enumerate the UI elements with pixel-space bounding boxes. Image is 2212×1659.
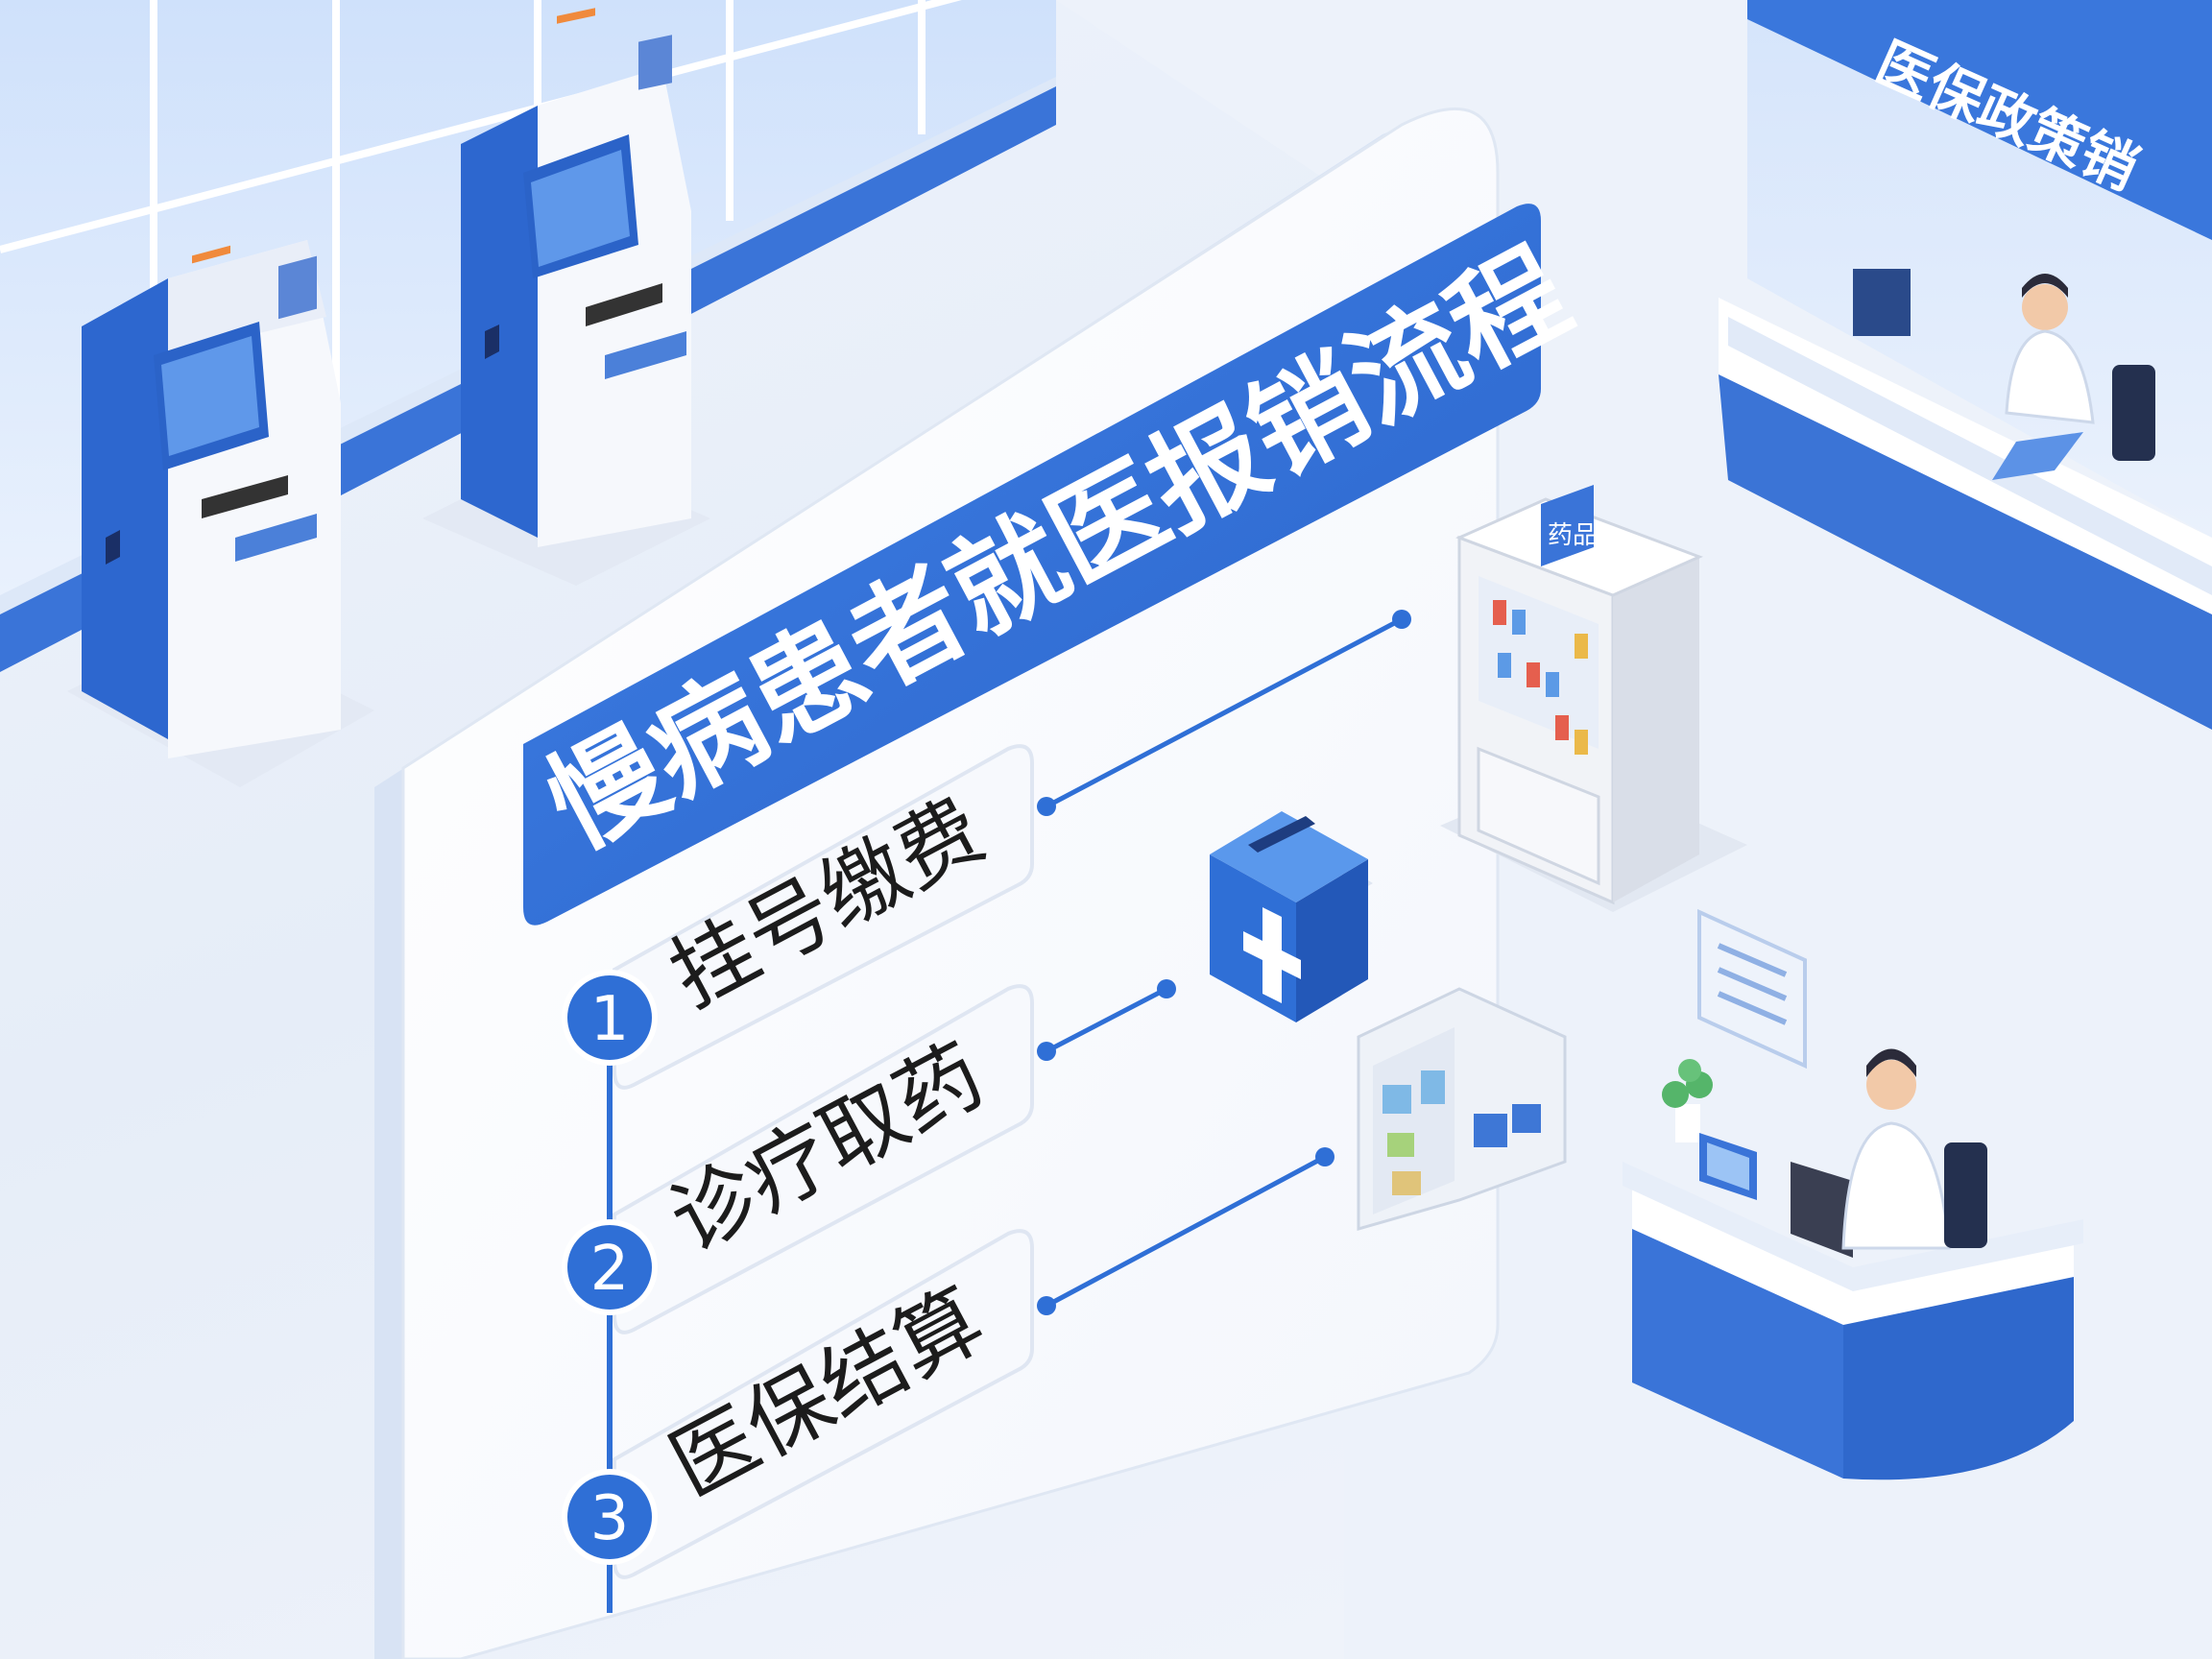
pharmacy-shelf-icon: 药品 [1440,485,1747,912]
monitor-icon [1791,1162,1853,1258]
plant-icon [1662,1059,1713,1142]
kiosk-icon [67,240,374,787]
step-number: 3 [590,1483,630,1554]
step-number: 1 [590,984,630,1055]
step-number-badge [562,1469,658,1565]
person-icon [1841,1048,1987,1250]
first-aid-box-icon [1210,811,1373,1022]
monitor-icon [1853,269,1911,336]
person-icon [2005,274,2155,461]
document-icon [1697,908,1807,1070]
kiosk-icon [422,8,710,586]
reception-desk [1623,1048,2083,1480]
step-number: 2 [590,1234,630,1305]
step-number-badge [562,1219,658,1315]
medicine-shelf-icon [1357,987,1567,1231]
policy-counter: 医保政策销 [1719,0,2212,730]
step-number-badge [562,970,658,1066]
shelf-sign: 药品 [1548,521,1598,550]
